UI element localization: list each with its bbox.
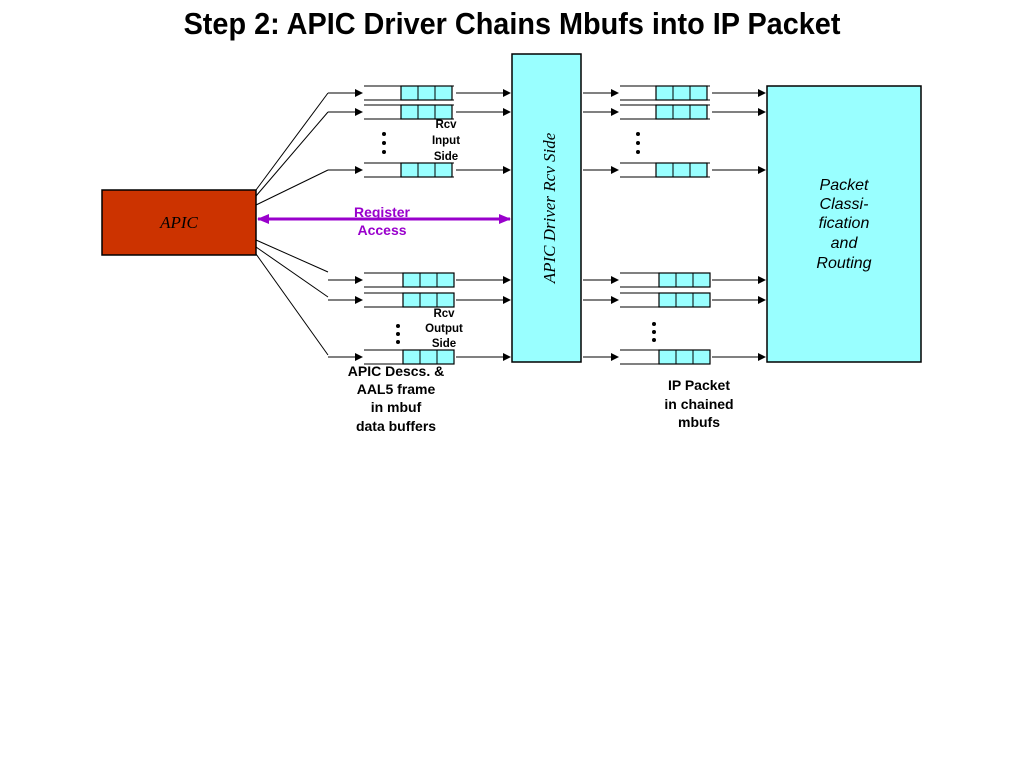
descriptor-row	[583, 292, 711, 308]
rcv-output-label: Rcv Output Side	[425, 308, 463, 350]
rcv-output-line: Output	[425, 323, 463, 335]
descriptor-row	[583, 85, 710, 101]
right-caption-line: mbufs	[678, 414, 720, 430]
descriptor-row	[328, 292, 455, 308]
rcv-output-line: Side	[432, 338, 456, 350]
rcv-input-label: Rcv Input Side	[432, 119, 460, 163]
apic-box	[101, 189, 257, 256]
classifier-line: Routing	[816, 255, 871, 272]
right-caption-line: IP Packet	[668, 377, 730, 393]
descriptor-row	[328, 104, 454, 120]
descriptor-row	[328, 349, 455, 365]
classifier-line: fication	[819, 215, 870, 232]
right-caption: IP Packet in chained mbufs	[664, 377, 733, 430]
descriptor-row	[328, 272, 455, 288]
page-title: Step 2: APIC Driver Chains Mbufs into IP…	[183, 6, 841, 41]
classifier-label: Packet Classi- fication and Routing	[816, 177, 871, 272]
rcv-input-line: Rcv	[435, 119, 457, 131]
rcv-output-line: Rcv	[433, 308, 455, 320]
rcv-input-line: Input	[432, 135, 460, 147]
driver-box	[511, 53, 582, 363]
rcv-input-line: Side	[434, 151, 458, 163]
classifier-line: Classi-	[820, 196, 869, 213]
left-caption-line: data buffers	[356, 418, 436, 434]
descriptor-row	[328, 85, 454, 101]
register-access-line: Access	[357, 222, 406, 238]
classifier-line: Packet	[820, 177, 869, 194]
register-access-line: Register	[354, 204, 411, 220]
classifier-input-arrows	[712, 89, 766, 361]
descriptor-row	[583, 162, 710, 178]
right-caption-line: in chained	[664, 396, 733, 412]
driver-label: APIC Driver Rcv Side	[540, 132, 559, 284]
left-caption-line: in mbuf	[371, 399, 422, 415]
left-caption: APIC Descs. & AAL5 frame in mbuf data bu…	[348, 363, 444, 434]
ellipsis-dots	[382, 132, 656, 344]
apic-label: APIC	[159, 213, 198, 232]
classifier-box	[766, 85, 922, 363]
descriptor-row	[583, 272, 711, 288]
classifier-line: and	[831, 235, 859, 252]
left-descriptor-rows	[328, 85, 511, 365]
left-caption-line: APIC Descs. &	[348, 363, 444, 379]
descriptor-row	[583, 349, 711, 365]
descriptor-row	[328, 162, 454, 178]
left-caption-line: AAL5 frame	[357, 381, 436, 397]
fan-lines	[255, 92, 329, 356]
descriptor-row	[583, 104, 710, 120]
register-access-label: Register Access	[354, 204, 411, 238]
right-mbuf-rows	[583, 85, 711, 365]
